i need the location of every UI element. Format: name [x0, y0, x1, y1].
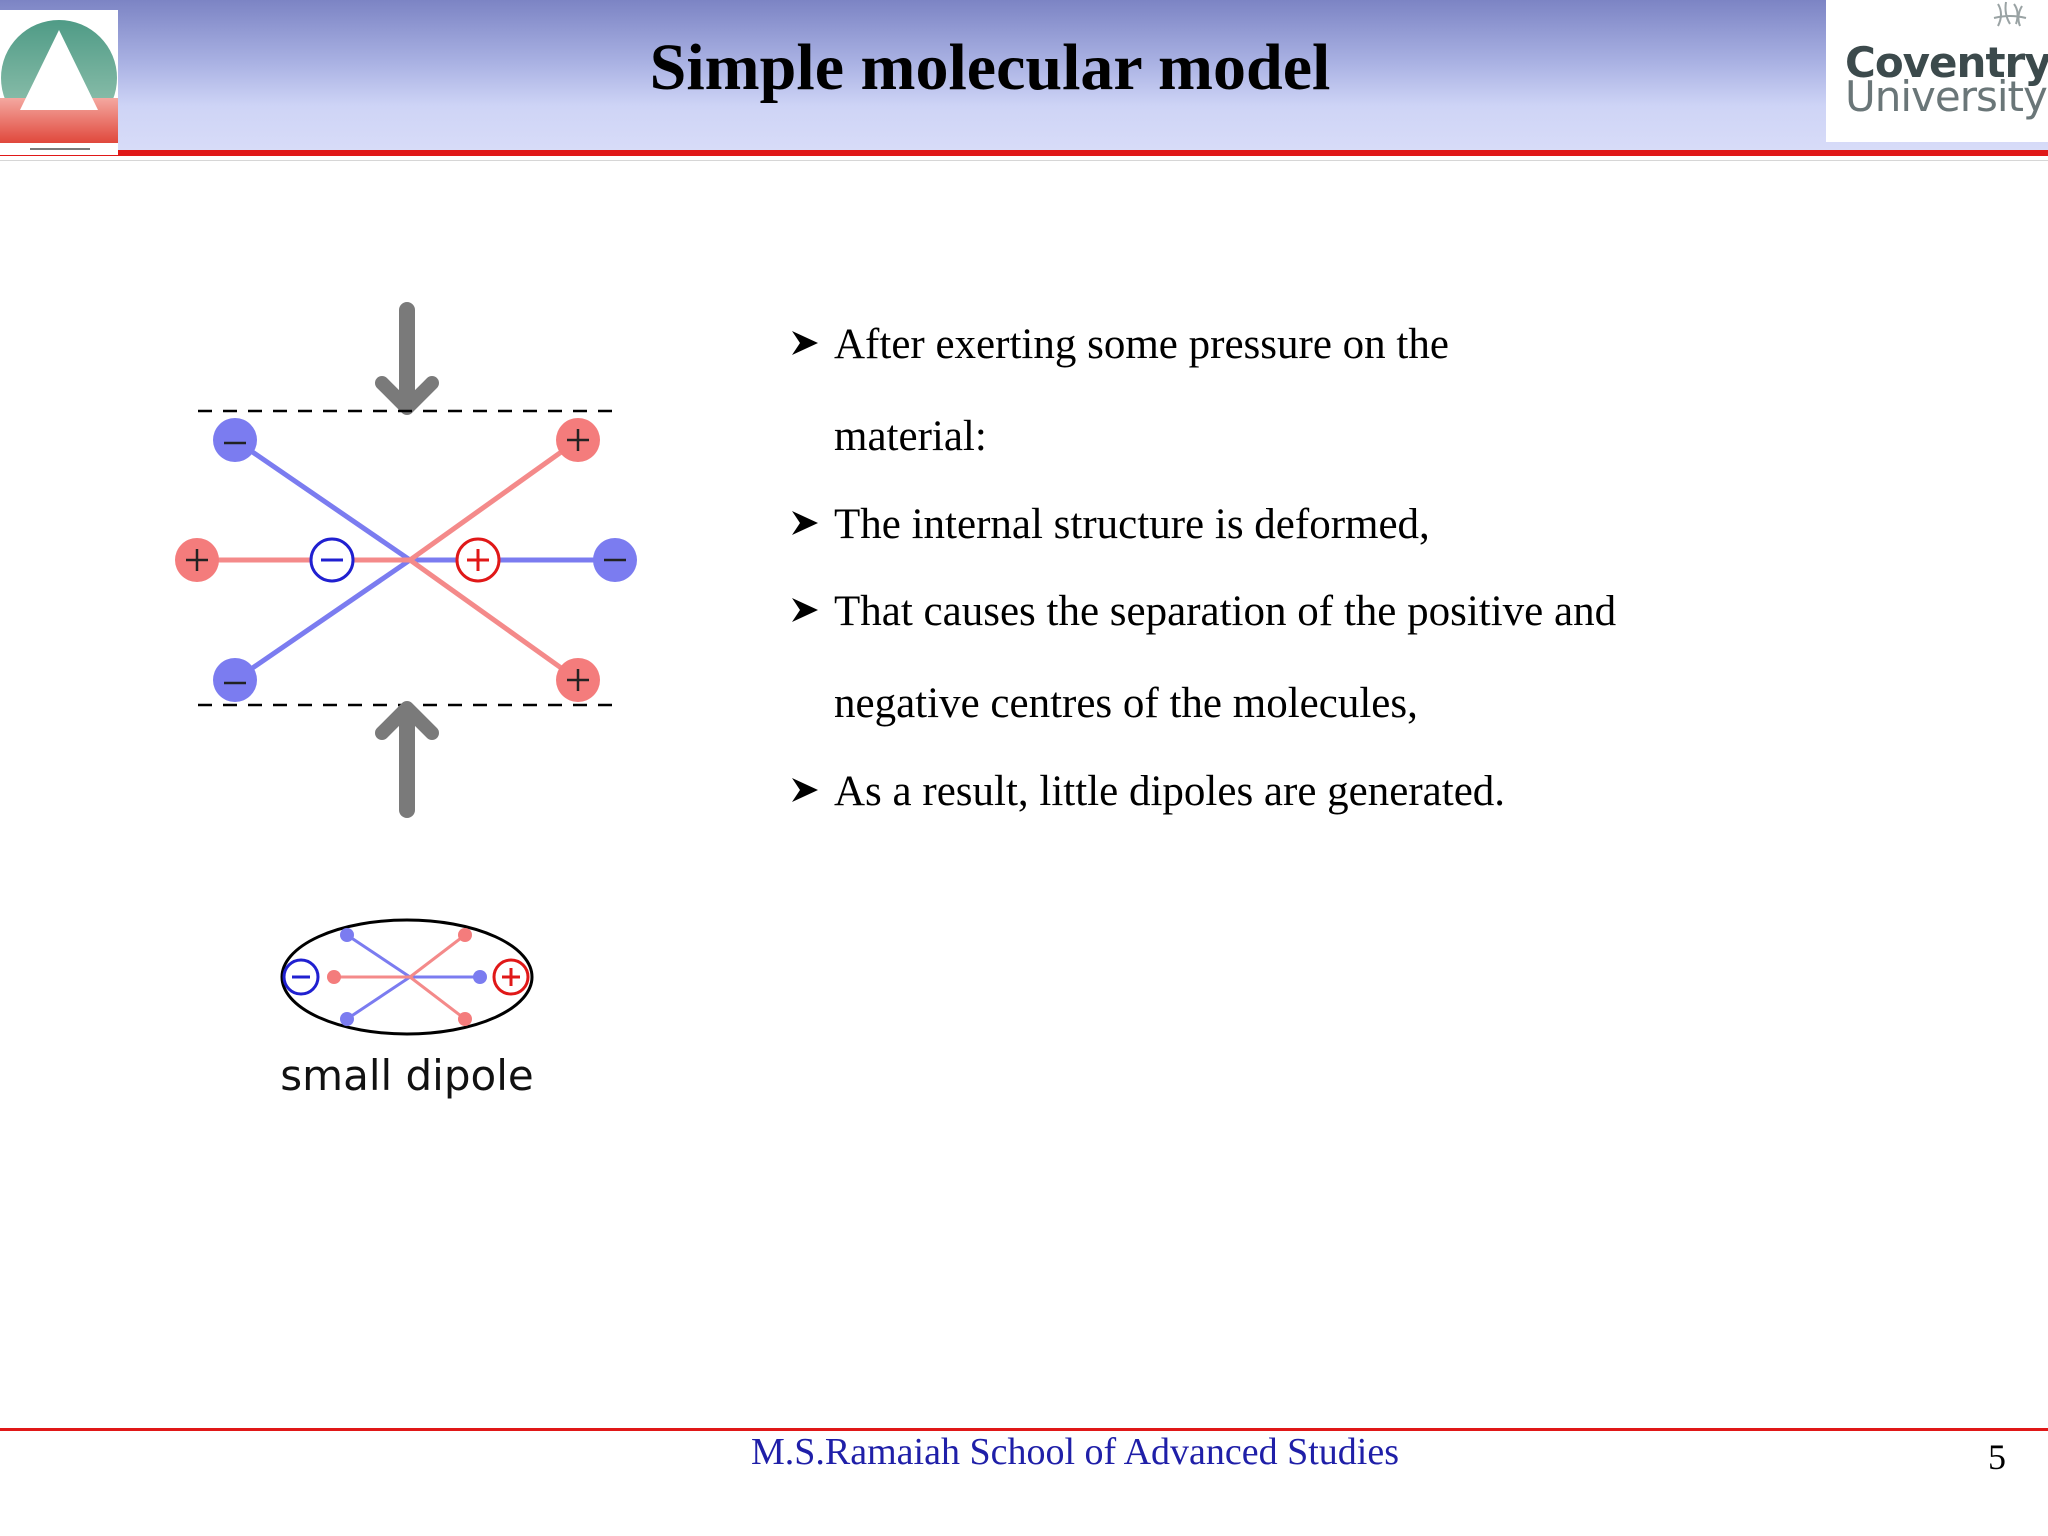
positive-ion: [556, 658, 600, 702]
header-band: [0, 0, 2048, 152]
header-divider-shadow: [0, 160, 2048, 161]
bullet-text: After exerting some pressure on the: [834, 321, 1449, 368]
page-number: 5: [1988, 1437, 2006, 1477]
pressure-arrow-up-icon: [375, 701, 439, 818]
bullet-arrow-icon: [792, 598, 818, 623]
bullet-text: As a result, little dipoles are generate…: [834, 767, 1506, 815]
coventry-elephant-crest-icon: [1993, 1, 2027, 27]
negative-ion: [213, 658, 257, 702]
positive-charge-centre: [455, 537, 501, 583]
bullet-arrow-icon: [792, 777, 818, 802]
coventry-logo-line2: University: [1845, 72, 2048, 121]
bullet-text-continued: negative centres of the molecules,: [834, 680, 1418, 727]
negative-charge-centre: [309, 537, 355, 583]
coventry-university-logo: [1826, 0, 2048, 142]
molecular-model-diagram: small dipole: [160, 290, 680, 1160]
page-title: Simple molecular model: [649, 31, 1331, 104]
bullet-item: That causes the separation of the positi…: [790, 585, 1990, 731]
bullet-item: After exerting some pressure on the mate…: [790, 318, 1990, 464]
msrsas-logo: [0, 10, 118, 155]
footer-divider: [0, 1428, 2048, 1431]
bullet-item: As a result, little dipoles are generate…: [790, 765, 1990, 819]
bullet-arrow-icon: [792, 510, 818, 535]
negative-ion: [213, 418, 257, 462]
positive-ion: [175, 538, 219, 582]
header-divider: [0, 150, 2048, 156]
bullet-text-continued: material:: [834, 412, 987, 460]
negative-ion: [593, 538, 637, 582]
pressure-arrow-down-icon: [375, 302, 439, 415]
small-dipole-illustration: [280, 918, 534, 1036]
bullet-list: After exerting some pressure on the mate…: [790, 318, 1990, 853]
footer-institution: M.S.Ramaiah School of Advanced Studies: [750, 1431, 1400, 1473]
positive-ion: [556, 418, 600, 462]
bullet-arrow-icon: [792, 331, 818, 355]
bullet-text: That causes the separation of the positi…: [834, 588, 1617, 636]
bullet-item: The internal structure is deformed,: [790, 498, 1990, 552]
dipole-caption: small dipole: [280, 1051, 533, 1100]
bullet-text: The internal structure is deformed,: [834, 500, 1430, 548]
coventry-logo-line1: Coventry: [1845, 38, 2048, 87]
